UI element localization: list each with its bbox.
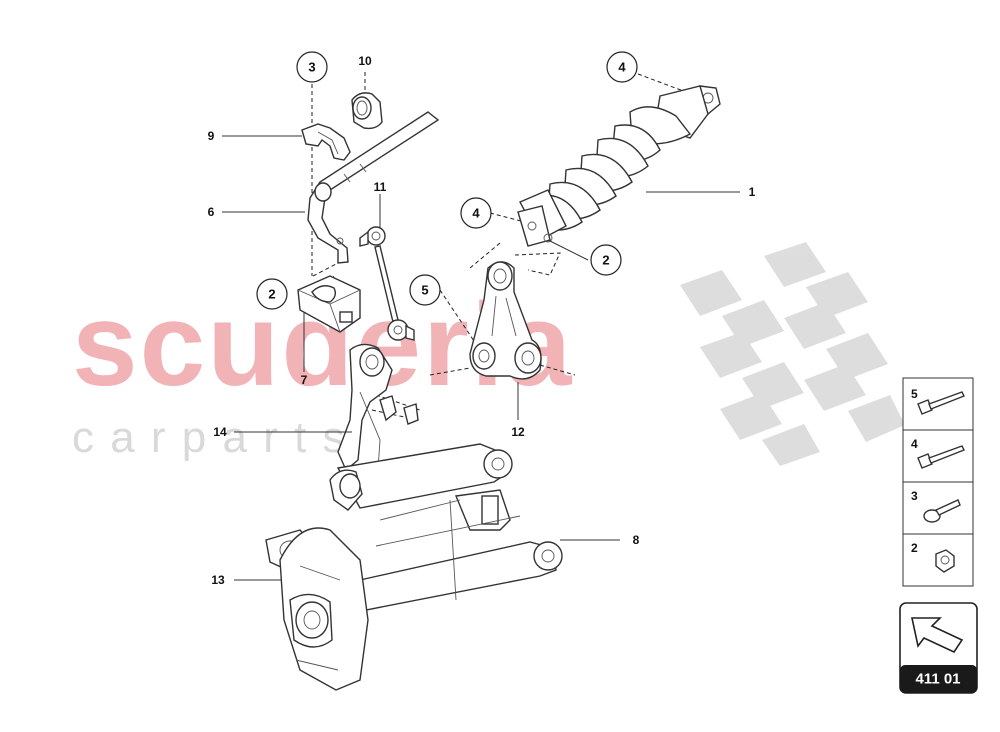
callout-4-top[interactable]: 4: [606, 51, 638, 83]
callout-4-mid[interactable]: 4: [460, 197, 492, 229]
wheel-carrier[interactable]: [279, 527, 369, 691]
legend-row-5[interactable]: 5: [902, 377, 974, 431]
label-1: 1: [749, 185, 756, 199]
callout-2-right[interactable]: 2: [590, 244, 622, 276]
bolt-short-icon: [923, 499, 961, 523]
fastener-legend: 5 4 3 2: [902, 377, 974, 587]
label-11: 12: [511, 425, 525, 439]
label-8: 9: [208, 129, 215, 143]
bushing-block[interactable]: [297, 275, 361, 333]
callout-2-left[interactable]: 2: [256, 278, 288, 310]
legend-row-3-label: 3: [911, 489, 918, 503]
label-14: 8: [633, 533, 640, 547]
callout-5[interactable]: 5: [409, 274, 441, 306]
upper-link-arm[interactable]: [469, 261, 542, 380]
rubber-bushing[interactable]: [351, 92, 383, 130]
legend-row-2[interactable]: 2: [902, 533, 974, 587]
reference-code: 411 01: [915, 671, 960, 688]
callout-5-label: 5: [421, 283, 428, 298]
lower-wishbone[interactable]: [337, 343, 419, 472]
stabilizer-bar[interactable]: [307, 111, 440, 264]
callout-4-mid-label: 4: [472, 206, 480, 221]
label-9: 10: [358, 54, 372, 68]
arrow-icon: [911, 617, 964, 654]
nut-icon: [935, 549, 955, 573]
legend-row-2-label: 2: [911, 541, 918, 555]
leader-lines: [222, 135, 740, 581]
legend-row-5-label: 5: [911, 387, 918, 401]
watermark-subtitle: c a r p a r t s: [72, 413, 347, 462]
label-6: 6: [208, 205, 215, 219]
callout-3-label: 3: [308, 60, 315, 75]
label-12: 13: [211, 573, 225, 587]
label-10: 11: [374, 180, 387, 194]
coupling-rod[interactable]: [359, 226, 415, 341]
callout-2-left-label: 2: [268, 287, 275, 302]
bolt-long-icon: [917, 391, 965, 415]
reference-box[interactable]: 411 01: [899, 602, 978, 694]
label-7: 7: [301, 373, 308, 387]
legend-row-4-label: 4: [911, 437, 918, 451]
checkered-flag-watermark: [680, 242, 905, 466]
label-13: 14: [213, 425, 227, 439]
bush-clamp-bracket[interactable]: [301, 123, 351, 161]
bolt-long-icon: [917, 445, 965, 469]
assembly-guides: [305, 72, 687, 421]
shock-absorber[interactable]: [517, 85, 721, 247]
callout-3[interactable]: 3: [296, 51, 328, 83]
callout-4-top-label: 4: [618, 60, 626, 75]
callout-2-right-label: 2: [602, 253, 609, 268]
legend-row-3[interactable]: 3: [902, 481, 974, 535]
legend-row-4[interactable]: 4: [902, 429, 974, 483]
